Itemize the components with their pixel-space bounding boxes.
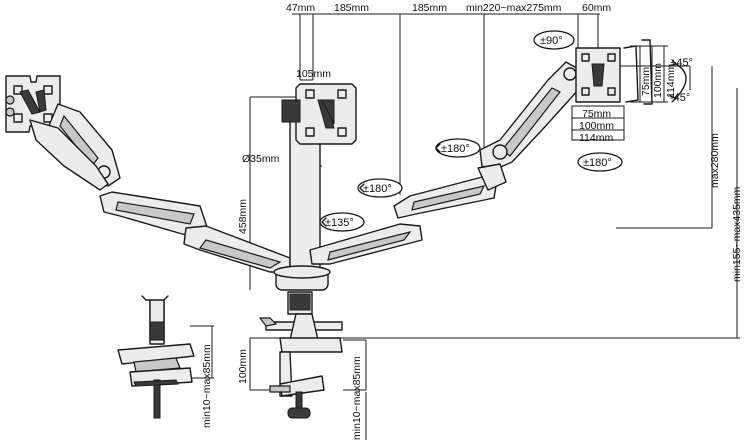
right-lower-arm	[309, 175, 497, 265]
tilt-down-label: -45°	[670, 92, 690, 104]
dim-grommet-range: min10~max85mm	[201, 344, 213, 428]
rotation-arrow	[359, 183, 365, 193]
clamp-base	[258, 313, 343, 419]
dim-v100: 100mm	[652, 63, 664, 98]
center-vesa-plate	[281, 83, 357, 145]
svg-text:±135°: ±135°	[325, 217, 354, 229]
rotation-badge-90: ±90°	[533, 30, 575, 50]
rotation-badge-135: ±135°	[319, 212, 365, 232]
rotation-badge-180-vesa: ±180°	[577, 152, 623, 172]
dim-h75: 75mm	[582, 108, 611, 120]
dim-60: 60mm	[582, 2, 611, 14]
dim-100: 100mm	[237, 349, 249, 384]
rotation-badge-180-right-arm: ±180°	[435, 138, 481, 158]
svg-text:±90°: ±90°	[540, 35, 563, 47]
rotation-arrow	[435, 143, 441, 153]
dim-185-b: 185mm	[412, 2, 447, 14]
dim-458: 458mm	[237, 199, 249, 234]
dim-height-range: min155~max435mm	[731, 186, 743, 282]
rotation-arrow	[321, 217, 327, 227]
rotation-badge-180-mid: ±180°	[357, 178, 403, 198]
dim-v114: 114mm	[665, 64, 677, 98]
dim-clamp-range: min10~max85mm	[351, 356, 363, 440]
svg-text:±180°: ±180°	[583, 157, 612, 169]
tilt-arc	[675, 63, 687, 99]
dim-h100: 100mm	[579, 120, 614, 132]
left-arm	[29, 103, 121, 191]
tilt-up-label: +45°	[670, 57, 693, 69]
dim-max280: max280mm	[709, 133, 721, 188]
svg-text:±180°: ±180°	[363, 183, 392, 195]
svg-text:±180°: ±180°	[441, 143, 470, 155]
dim-105: 105mm	[296, 68, 331, 80]
center-pole	[273, 119, 331, 315]
right-upper-arm	[477, 61, 581, 191]
dim-47: 47mm	[286, 2, 315, 14]
dim-v75: 75mm	[640, 67, 652, 96]
dim-h114: 114mm	[579, 132, 613, 144]
right-vesa-dimension-box	[571, 45, 668, 141]
dim-pole-diameter: Ø35mm	[242, 153, 280, 165]
dim-width-range: min220~max275mm	[466, 2, 562, 14]
left-vesa-plate	[5, 75, 61, 133]
guide-lines	[190, 13, 740, 440]
right-vesa-plate	[575, 39, 653, 105]
grommet-detail	[117, 295, 195, 419]
dim-185-a: 185mm	[334, 2, 369, 14]
left-lower-arm	[99, 191, 291, 273]
